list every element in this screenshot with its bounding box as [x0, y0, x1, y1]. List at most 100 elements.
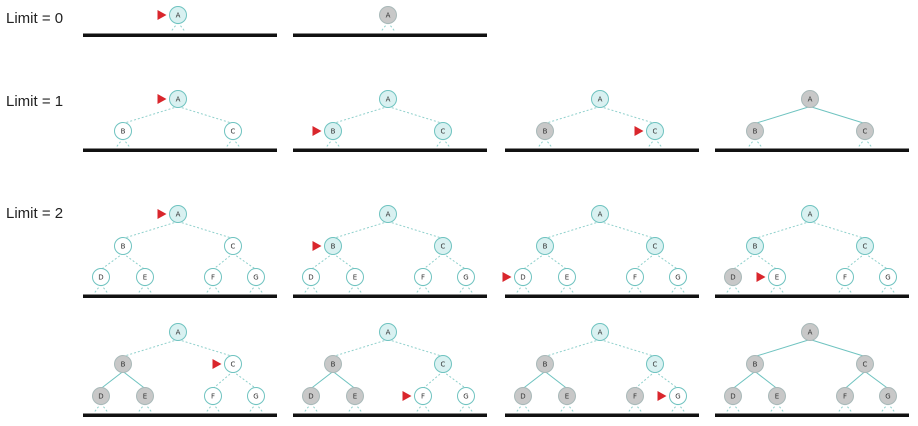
- node-g-label: G: [463, 274, 468, 282]
- node-e: [558, 387, 576, 405]
- node-g: [879, 387, 897, 405]
- node-a: [169, 205, 187, 223]
- stub-edge-f-2: [844, 403, 853, 413]
- stub-edge-c-2: [442, 138, 451, 148]
- node-a-label: A: [598, 96, 603, 104]
- node-d-label: D: [308, 274, 313, 282]
- edge-b-e: [544, 253, 568, 270]
- node-f-label: F: [421, 393, 425, 401]
- node-a: [591, 90, 609, 108]
- node-f: [414, 387, 432, 405]
- stub-edge-e-2: [566, 403, 575, 413]
- depth-limit-line: [293, 148, 487, 152]
- stub-edge-g-1: [670, 403, 679, 413]
- stub-edge-d-2: [522, 403, 531, 413]
- stub-edge-e-1: [769, 403, 778, 413]
- node-e-label: E: [565, 393, 569, 401]
- node-b: [114, 122, 132, 140]
- node-e-label: E: [143, 274, 147, 282]
- node-a: [169, 323, 187, 341]
- node-b-label: B: [121, 243, 126, 251]
- edge-b-e: [332, 371, 356, 389]
- stub-edge-e-1: [769, 284, 778, 294]
- node-b: [746, 355, 764, 373]
- depth-limit-line: [293, 294, 487, 298]
- edge-a-b: [332, 221, 389, 239]
- edge-c-f: [634, 371, 656, 389]
- stub-edge-e-2: [144, 284, 153, 294]
- edge-a-b: [754, 339, 811, 357]
- depth-limit-line: [505, 294, 699, 298]
- node-a-label: A: [176, 329, 181, 337]
- node-a: [591, 205, 609, 223]
- node-b-label: B: [753, 361, 758, 369]
- node-a-label: A: [386, 96, 391, 104]
- stub-edge-c-1: [647, 138, 656, 148]
- node-e-label: E: [565, 274, 569, 282]
- node-e: [346, 387, 364, 405]
- stub-edge-e-1: [137, 284, 146, 294]
- edge-a-b: [544, 339, 601, 357]
- node-e: [768, 268, 786, 286]
- stub-edge-g-1: [458, 403, 467, 413]
- edge-c-g: [442, 253, 467, 270]
- edge-a-c: [599, 221, 656, 239]
- stub-edge-e-1: [559, 403, 568, 413]
- node-b-label: B: [543, 128, 548, 136]
- node-f-label: F: [421, 274, 425, 282]
- node-d-label: D: [730, 274, 735, 282]
- stub-edge-g-2: [255, 284, 264, 294]
- stub-edge-g-2: [677, 284, 686, 294]
- node-e: [768, 387, 786, 405]
- stub-edge-g-1: [248, 403, 257, 413]
- edge-a-c: [177, 106, 234, 124]
- depth-limit-line: [715, 148, 909, 152]
- node-e-label: E: [353, 274, 357, 282]
- node-a: [801, 205, 819, 223]
- stub-edge-b-1: [537, 138, 546, 148]
- stub-edge-d-1: [515, 403, 524, 413]
- stub-edge-d-1: [725, 403, 734, 413]
- edge-a-c: [809, 106, 866, 124]
- node-c: [224, 237, 242, 255]
- current-node-pointer-icon: [756, 272, 766, 282]
- node-b-label: B: [753, 243, 758, 251]
- node-a: [169, 90, 187, 108]
- node-f-label: F: [211, 274, 215, 282]
- node-b: [324, 237, 342, 255]
- stub-edge-d-2: [100, 403, 109, 413]
- node-b-label: B: [121, 361, 126, 369]
- node-b-label: B: [121, 128, 126, 136]
- stub-edge-d-1: [93, 284, 102, 294]
- stub-edge-g-1: [458, 284, 467, 294]
- edge-c-g: [232, 253, 257, 270]
- stub-edge-f-1: [627, 403, 636, 413]
- node-b-label: B: [331, 243, 336, 251]
- edge-b-d: [732, 253, 756, 270]
- node-c: [434, 122, 452, 140]
- stub-edge-f-2: [634, 403, 643, 413]
- edge-c-f: [422, 371, 444, 389]
- edge-a-b: [332, 339, 389, 357]
- depth-limit-line: [715, 294, 909, 298]
- edge-a-b: [332, 106, 389, 124]
- node-g: [879, 268, 897, 286]
- node-b-label: B: [543, 243, 548, 251]
- current-node-pointer-icon: [157, 94, 167, 104]
- stub-edge-e-2: [354, 284, 363, 294]
- depth-limit-line: [83, 413, 277, 417]
- node-b: [536, 122, 554, 140]
- stub-edge-d-1: [303, 284, 312, 294]
- stub-edge-f-1: [627, 284, 636, 294]
- node-b-label: B: [753, 128, 758, 136]
- edge-b-d: [310, 371, 334, 389]
- stub-edge-d-1: [303, 403, 312, 413]
- edge-a-b: [754, 106, 811, 124]
- node-b: [536, 355, 554, 373]
- stub-edge-a-2: [387, 22, 396, 32]
